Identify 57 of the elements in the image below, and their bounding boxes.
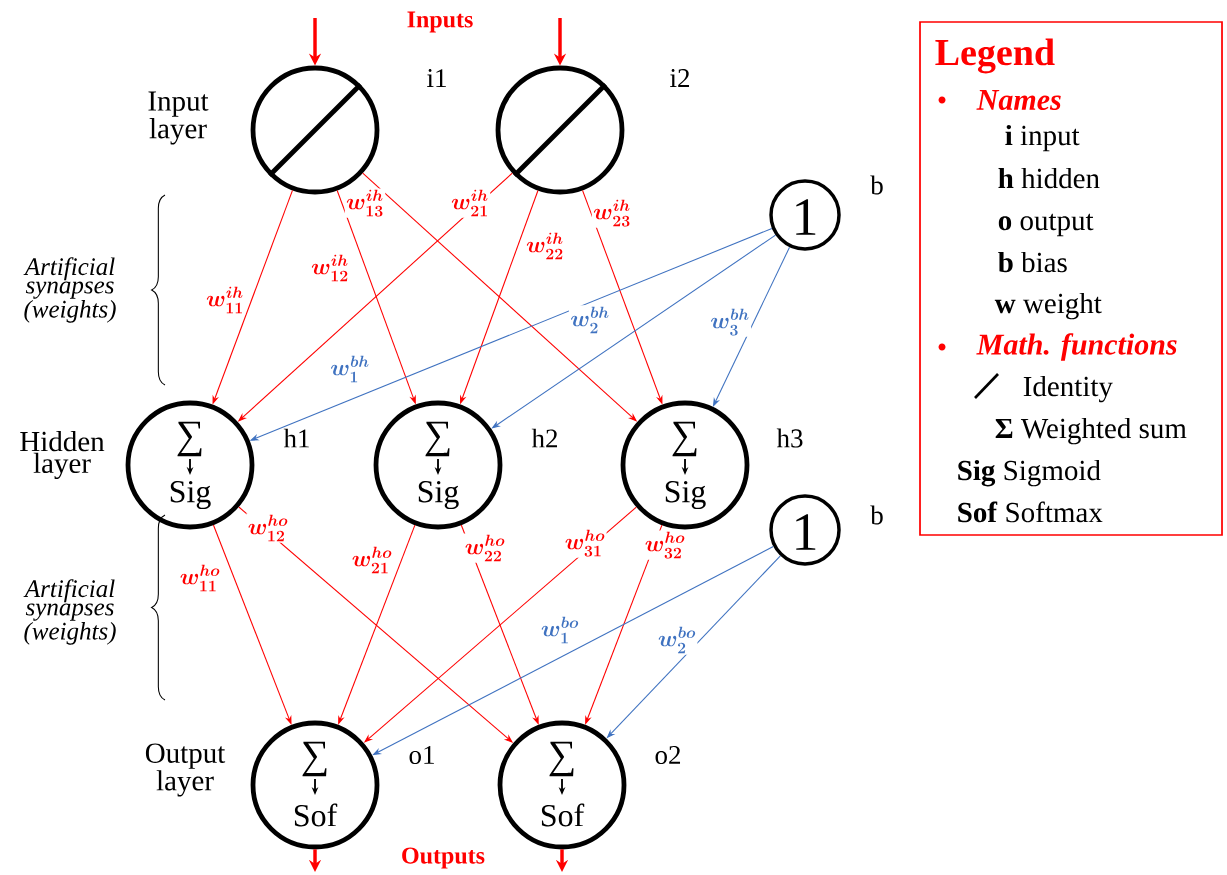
- weight-label: $w_{32}^{ho}$: [643, 530, 687, 560]
- legend-heading: Math. functions: [976, 333, 1177, 361]
- legend-entry: Identity: [1023, 375, 1113, 403]
- neuron-label: b: [870, 505, 883, 525]
- function-label: Sig: [665, 480, 706, 510]
- legend-entry: o output: [998, 213, 1094, 237]
- side-label: Artificial synapses (weights): [23, 257, 116, 323]
- function-label: Sig: [170, 480, 211, 510]
- function-label: Sig: [418, 480, 459, 510]
- neuron-label: i1: [427, 69, 446, 87]
- neuron-label: o1: [409, 745, 434, 765]
- weight-label: $w_{11}^{ho}$: [178, 563, 222, 593]
- legend-heading: Names: [976, 90, 1061, 110]
- arrow: [212, 524, 292, 725]
- weight-label: $w_{2}^{bh}$: [568, 305, 612, 335]
- weight-label: $w_{12}^{ih}$: [309, 253, 351, 283]
- neuron-label: h3: [776, 428, 803, 448]
- legend-entry: h hidden: [998, 167, 1100, 189]
- weight-label: $w_{1}^{bo}$: [539, 615, 581, 645]
- weight-label: $w_{21}^{ih}$: [449, 188, 491, 218]
- weight-label: $w_{23}^{ih}$: [591, 198, 633, 228]
- heading: Inputs: [407, 11, 473, 33]
- weight-label: $w_{11}^{ih}$: [204, 285, 246, 315]
- legend-entry: b bias: [998, 251, 1067, 273]
- function-label: Sof: [541, 803, 585, 827]
- bias-value: 1: [796, 199, 816, 235]
- heading: Outputs: [402, 847, 485, 869]
- neuron-label: o2: [655, 745, 680, 765]
- sum-symbol: ∑: [672, 421, 697, 457]
- neuron-label: i2: [670, 69, 689, 87]
- layer-label: Input layer: [148, 91, 209, 145]
- weight-label: $w_{12}^{ho}$: [246, 513, 290, 543]
- weight-label: $w_{21}^{ho}$: [350, 545, 394, 575]
- legend-entry: Σ Weighted sum: [995, 417, 1187, 445]
- neuron-label: h2: [531, 428, 557, 448]
- legend-entry: Sof Softmax: [958, 501, 1103, 523]
- weight-label: $w_{2}^{bo}$: [656, 625, 698, 655]
- legend-entry: Sig Sigmoid: [958, 459, 1101, 487]
- neuron-label: h1: [283, 428, 309, 448]
- weight-label: $w_{3}^{bh}$: [708, 307, 752, 337]
- weight-label: $w_{22}^{ho}$: [463, 533, 507, 563]
- weight-label: $w_{22}^{ih}$: [524, 231, 566, 261]
- sum-symbol: ∑: [425, 421, 450, 457]
- legend-title: Legend: [935, 38, 1055, 74]
- sum-symbol: ∑: [549, 741, 574, 777]
- legend-entry: i input: [1005, 124, 1080, 152]
- bias-value: 1: [796, 514, 816, 550]
- neuron-label: b: [870, 175, 883, 195]
- weight-label: $w_{31}^{ho}$: [563, 528, 607, 558]
- legend-entry: w weight: [994, 292, 1102, 320]
- side-label: Artificial synapses (weights): [23, 579, 116, 645]
- sum-symbol: ∑: [177, 421, 202, 457]
- function-label: Sof: [294, 803, 338, 827]
- weight-label: $w_{1}^{bh}$: [328, 354, 372, 384]
- layer-label: Output layer: [145, 743, 226, 797]
- weight-label: $w_{13}^{ih}$: [344, 188, 386, 218]
- sum-symbol: ∑: [302, 741, 327, 777]
